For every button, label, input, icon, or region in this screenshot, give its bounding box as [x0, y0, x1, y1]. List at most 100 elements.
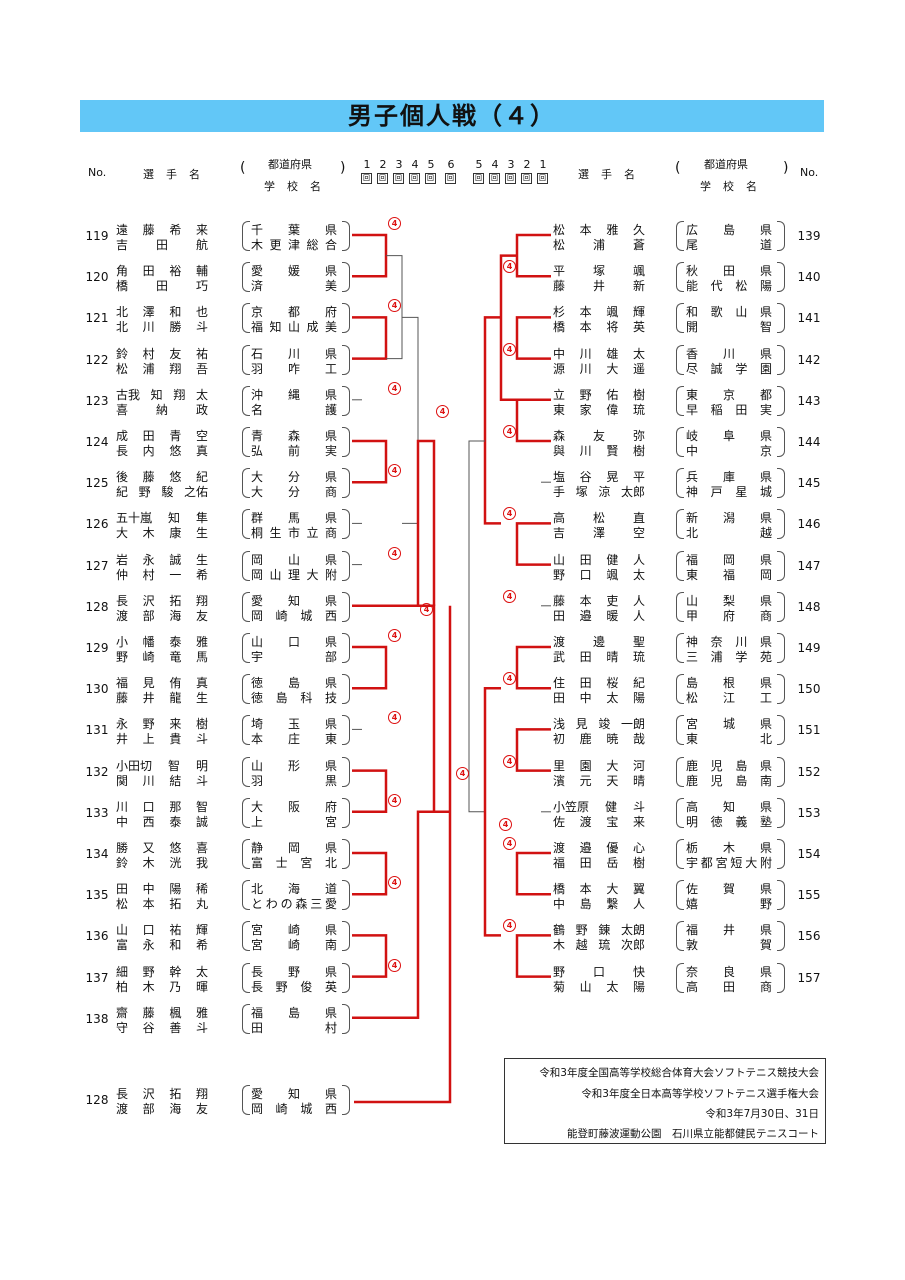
brace-close: [777, 633, 785, 663]
school-name: 尾道: [686, 236, 772, 253]
player-name-1-part-0: 福: [116, 676, 129, 691]
player-name-1-part-1: 口: [142, 923, 155, 938]
player-name-2: 佐渡宝来: [553, 813, 645, 830]
player-name-2: 藤井龍生: [116, 689, 208, 706]
entry-number: 126: [85, 517, 109, 532]
school-name-char-2: 東: [324, 732, 337, 747]
player-name-1: 渡邊聖: [553, 633, 645, 650]
school-name-char-5: 愛: [324, 897, 337, 912]
player-name-2: 福田岳樹: [553, 854, 645, 871]
player-name-1-part-1: 沢: [142, 1087, 155, 1101]
player-name-2-part-2: 竜: [169, 650, 182, 664]
school-name-char-0: 能: [686, 279, 699, 294]
header-no-left: No.: [88, 166, 107, 179]
school-name-char-1: 代: [710, 279, 723, 294]
player-name-2-part-2: 海: [169, 1102, 182, 1116]
round-label-left-4: 4: [411, 158, 419, 171]
prefecture: 広島県: [686, 221, 772, 238]
player-name-2-part-2: 海: [169, 608, 182, 623]
right-match-line: [515, 645, 551, 690]
player-name-1-part-1: 友: [592, 429, 605, 443]
prefecture-char-2: 県: [759, 593, 772, 608]
player-name-2-part-1: 川: [142, 773, 155, 788]
win-score-mark: 4: [503, 342, 516, 356]
prefecture-char-0: 佐: [686, 882, 699, 897]
prefecture-char-0: 大: [251, 470, 264, 485]
player-name-2-part-1: 木: [142, 979, 155, 994]
round-label-final: 6: [447, 158, 455, 171]
school-name: 木更津総合: [251, 236, 337, 253]
player-name-2-part-2: 賢: [606, 444, 619, 458]
player-name-1-part-1: 藤: [142, 223, 155, 237]
school-name-char-2: 理: [287, 567, 300, 582]
player-name-1: 杉本颯輝: [553, 303, 645, 320]
player-name-2-part-1: 川: [579, 444, 592, 458]
prefecture-char-1: 阪: [287, 799, 300, 814]
player-name-1-part-0: 里: [553, 758, 566, 773]
player-name-2-part-0: 橋: [116, 279, 129, 294]
school-name: 富士宮北: [251, 854, 337, 871]
school-name-char-0: と: [251, 897, 264, 912]
player-name-2-part-1: 崎: [142, 650, 155, 664]
prefecture: 宮城県: [686, 715, 772, 732]
prefecture-char-2: 県: [324, 470, 337, 485]
player-name-1-part-3: 久: [632, 223, 645, 237]
school-name-char-0: 済: [251, 279, 264, 294]
prefecture-char-1: 都: [287, 305, 300, 320]
player-name-2-part-0: 関: [116, 773, 129, 788]
school-name-char-0: 神: [686, 485, 699, 500]
player-name-1: 齋藤楓雅: [116, 1004, 208, 1021]
school-name-char-0: 大: [251, 485, 264, 500]
school-name: 岡崎城西: [251, 1100, 337, 1117]
school-name-char-0: 岡: [251, 567, 264, 582]
school-name-char-1: 智: [759, 320, 772, 335]
prefecture-char-1: 山: [287, 552, 300, 567]
school-name-char-1: 美: [324, 279, 337, 294]
player-name-2-part-2: 龍: [169, 691, 182, 706]
school-name: 甲府商: [686, 607, 772, 624]
brace-open: [242, 591, 250, 622]
round-label-right-1: 1: [539, 158, 547, 171]
player-name-2-part-0: 野: [116, 650, 129, 664]
school-name-char-0: 松: [686, 691, 699, 706]
prefecture: 北海道: [251, 880, 337, 897]
player-name-2-part-1: 井: [142, 691, 155, 706]
player-name-1-part-3: 輝: [195, 923, 208, 938]
brace-close: [342, 1085, 350, 1115]
player-name-2-part-2: 将: [606, 320, 619, 335]
player-name-1-part-1: 邉: [579, 841, 592, 855]
prefecture: 静岡県: [251, 839, 337, 856]
prefecture-char-0: 岡: [251, 552, 264, 567]
prefecture-char-3: 県: [759, 635, 772, 649]
brace-open: [676, 962, 684, 993]
prefecture-char-2: 県: [324, 1087, 337, 1101]
left-match-line: [352, 934, 388, 978]
school-name-char-3: 西: [324, 608, 337, 623]
player-name-1-part-2: 拓: [169, 1087, 182, 1101]
player-name-2-part-3: 樹: [632, 444, 645, 458]
player-name-2-part-0: 渡: [116, 1102, 129, 1116]
player-name-1-part-3: 真: [195, 676, 208, 691]
prefecture-char-2: 県: [324, 676, 337, 691]
prefecture-char-1: 縄: [287, 387, 300, 402]
player-name-2-part-3: 馬: [195, 650, 208, 664]
player-name-1-part-3: 稀: [195, 882, 208, 897]
school-name-char-1: 越: [759, 526, 772, 541]
player-name-2-part-1: 谷: [142, 1020, 155, 1035]
player-name-2-part-3: 晴: [632, 773, 645, 788]
win-score-mark: 4: [388, 464, 401, 478]
school-name-char-4: 商: [324, 526, 337, 541]
prefecture-char-2: 県: [324, 387, 337, 402]
prefecture-char-0: 京: [251, 305, 264, 320]
left-r3-line: [402, 316, 419, 524]
player-name-2: 松本拓丸: [116, 895, 208, 912]
brace-close: [342, 797, 350, 828]
player-name-2-part-0: 松: [116, 361, 129, 376]
player-name-1-part-2: 桜: [606, 676, 619, 691]
entry-number: 141: [797, 311, 821, 326]
player-name-1-part-2: 健: [606, 552, 619, 567]
school-name-char-0: 三: [686, 650, 699, 664]
player-name-2-part-3: 希: [195, 938, 208, 953]
player-name-2-part-2: 駿: [161, 485, 174, 500]
school-name-char-1: 浦: [710, 650, 723, 664]
